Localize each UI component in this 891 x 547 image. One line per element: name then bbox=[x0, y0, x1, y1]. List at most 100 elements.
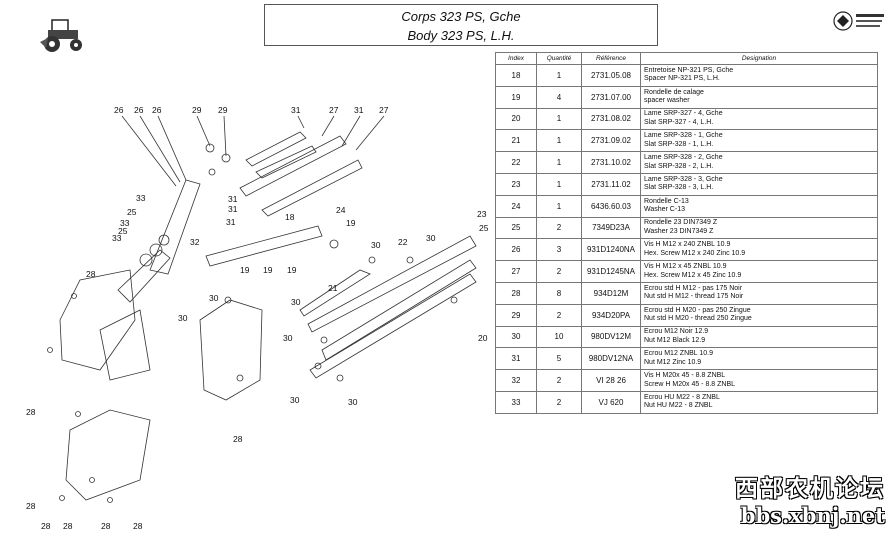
cell-reference: 980DV12NA bbox=[581, 347, 641, 371]
callout-label: 28 bbox=[63, 521, 73, 531]
designation-en: Nut M12 Zinc 10.9 bbox=[644, 358, 702, 366]
cell-index: 23 bbox=[495, 172, 537, 196]
cell-reference: 2731.08.02 bbox=[581, 107, 641, 131]
callout-label: 24 bbox=[336, 205, 346, 215]
designation-fr: Rondelle de calage bbox=[644, 88, 704, 96]
callout-label: 27 bbox=[379, 105, 389, 115]
cell-quantity: 1 bbox=[536, 129, 582, 153]
callout-label: 30 bbox=[426, 233, 436, 243]
designation-fr: Rondelle 23 DIN7349 Z bbox=[644, 219, 718, 227]
callout-label: 30 bbox=[283, 333, 293, 343]
cell-index: 20 bbox=[495, 107, 537, 131]
cell-quantity: 8 bbox=[536, 281, 582, 305]
cell-reference: 2731.07.00 bbox=[581, 85, 641, 109]
exploded-parts-drawing: 26 26 26 29 29 31 27 31 27 33 31 25 31 3… bbox=[0, 60, 495, 542]
cell-quantity: 1 bbox=[536, 194, 582, 218]
cell-reference: 931D1240NA bbox=[581, 238, 641, 262]
callout-label: 30 bbox=[371, 240, 381, 250]
table-header-row: Index Quantité Référence Designation bbox=[495, 52, 878, 65]
designation-fr: Lame SRP-327 - 4, Gche bbox=[644, 110, 723, 118]
designation-en: Slat SRP-328 - 1, L.H. bbox=[644, 140, 714, 148]
callout-label: 28 bbox=[233, 434, 243, 444]
designation-en: Slat SRP-328 - 2, L.H. bbox=[644, 162, 714, 170]
cell-reference: 6436.60.03 bbox=[581, 194, 641, 218]
cell-reference: VI 28 26 bbox=[581, 369, 641, 392]
callout-label: 22 bbox=[398, 237, 408, 247]
cell-reference: 934D12M bbox=[581, 281, 641, 305]
cell-quantity: 2 bbox=[536, 390, 582, 414]
designation-fr: Lame SRP-328 - 2, Gche bbox=[644, 154, 723, 162]
cell-index: 21 bbox=[495, 129, 537, 153]
callout-label: 31 bbox=[228, 194, 238, 204]
callout-label: 31 bbox=[291, 105, 301, 115]
callout-label: 33 bbox=[112, 233, 122, 243]
designation-fr: Lame SRP-328 - 3, Gche bbox=[644, 175, 723, 183]
cell-index: 33 bbox=[495, 390, 537, 414]
cell-index: 26 bbox=[495, 238, 537, 262]
callout-label: 30 bbox=[291, 297, 301, 307]
header-reference: Référence bbox=[581, 52, 641, 65]
callout-label: 28 bbox=[41, 521, 51, 531]
callout-label: 28 bbox=[26, 501, 36, 511]
callout-label: 25 bbox=[118, 226, 128, 236]
designation-fr: Ecrou M12 ZNBL 10.9 bbox=[644, 350, 713, 358]
designation-fr: Ecrou HU M22 - 8 ZNBL bbox=[644, 393, 720, 401]
designation-fr: Entretoise NP-321 PS, Gche bbox=[644, 66, 734, 74]
cell-quantity: 1 bbox=[536, 107, 582, 131]
callout-label: 32 bbox=[190, 237, 200, 247]
designation-fr: Vis H M20x 45 - 8.8 ZNBL bbox=[644, 372, 726, 380]
designation-en: Washer C-13 bbox=[644, 206, 685, 214]
callout-label: 28 bbox=[86, 269, 96, 279]
forum-watermark: 西部农机论坛 bbs.xbnj.net bbox=[735, 469, 885, 528]
callout-label: 31 bbox=[226, 217, 236, 227]
cell-quantity: 2 bbox=[536, 369, 582, 392]
callout-label: 25 bbox=[479, 223, 489, 233]
callout-label: 28 bbox=[101, 521, 111, 531]
header-quantity: Quantité bbox=[536, 52, 582, 65]
cell-reference: 2731.09.02 bbox=[581, 129, 641, 153]
cell-index: 32 bbox=[495, 369, 537, 392]
cell-index: 22 bbox=[495, 151, 537, 174]
designation-en: Washer 23 DIN7349 Z bbox=[644, 227, 714, 235]
tractor-icon bbox=[38, 14, 88, 54]
cell-reference: 931D1245NA bbox=[581, 260, 641, 283]
designation-en: spacer washer bbox=[644, 97, 690, 105]
callout-label: 30 bbox=[178, 313, 188, 323]
callout-label: 19 bbox=[263, 265, 273, 275]
callout-label: 19 bbox=[287, 265, 297, 275]
callout-label: 26 bbox=[134, 105, 144, 115]
cell-index: 18 bbox=[495, 64, 537, 87]
cell-quantity: 1 bbox=[536, 151, 582, 174]
designation-fr: Ecrou std H M12 - pas 175 Noir bbox=[644, 284, 743, 292]
callout-label: 29 bbox=[218, 105, 228, 115]
cell-reference: 980DV12M bbox=[581, 325, 641, 349]
cell-quantity: 3 bbox=[536, 238, 582, 262]
callout-label: 19 bbox=[346, 218, 356, 228]
cell-reference: 2731.10.02 bbox=[581, 151, 641, 174]
callout-label: 31 bbox=[354, 105, 364, 115]
callout-label: 33 bbox=[136, 193, 146, 203]
callout-label: 26 bbox=[152, 105, 162, 115]
callout-label: 28 bbox=[26, 407, 36, 417]
designation-en: Nut std H M20 - thread 250 Zingue bbox=[644, 315, 752, 323]
cell-index: 27 bbox=[495, 260, 537, 283]
cell-quantity: 1 bbox=[536, 64, 582, 87]
callout-label: 20 bbox=[478, 333, 488, 343]
callout-label: 19 bbox=[240, 265, 250, 275]
